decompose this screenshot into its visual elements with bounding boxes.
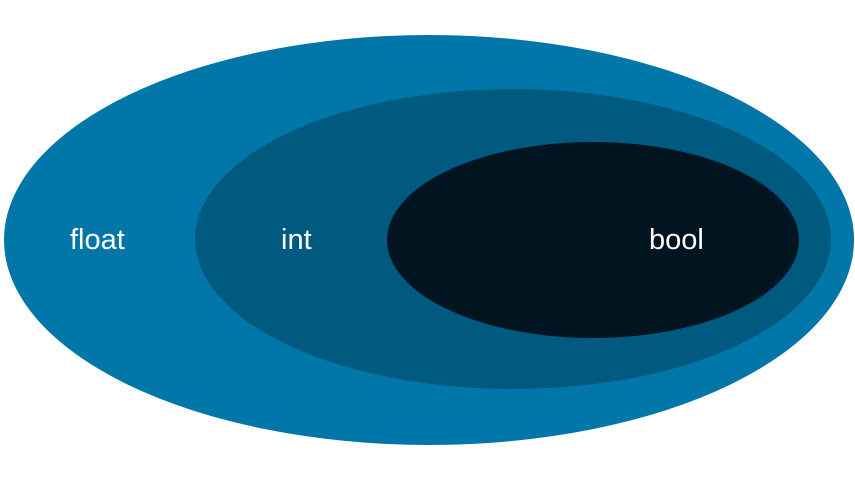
float-label: float [70, 224, 125, 256]
int-label: int [281, 224, 312, 256]
bool-set-ellipse [387, 142, 799, 338]
bool-label: bool [649, 224, 704, 256]
